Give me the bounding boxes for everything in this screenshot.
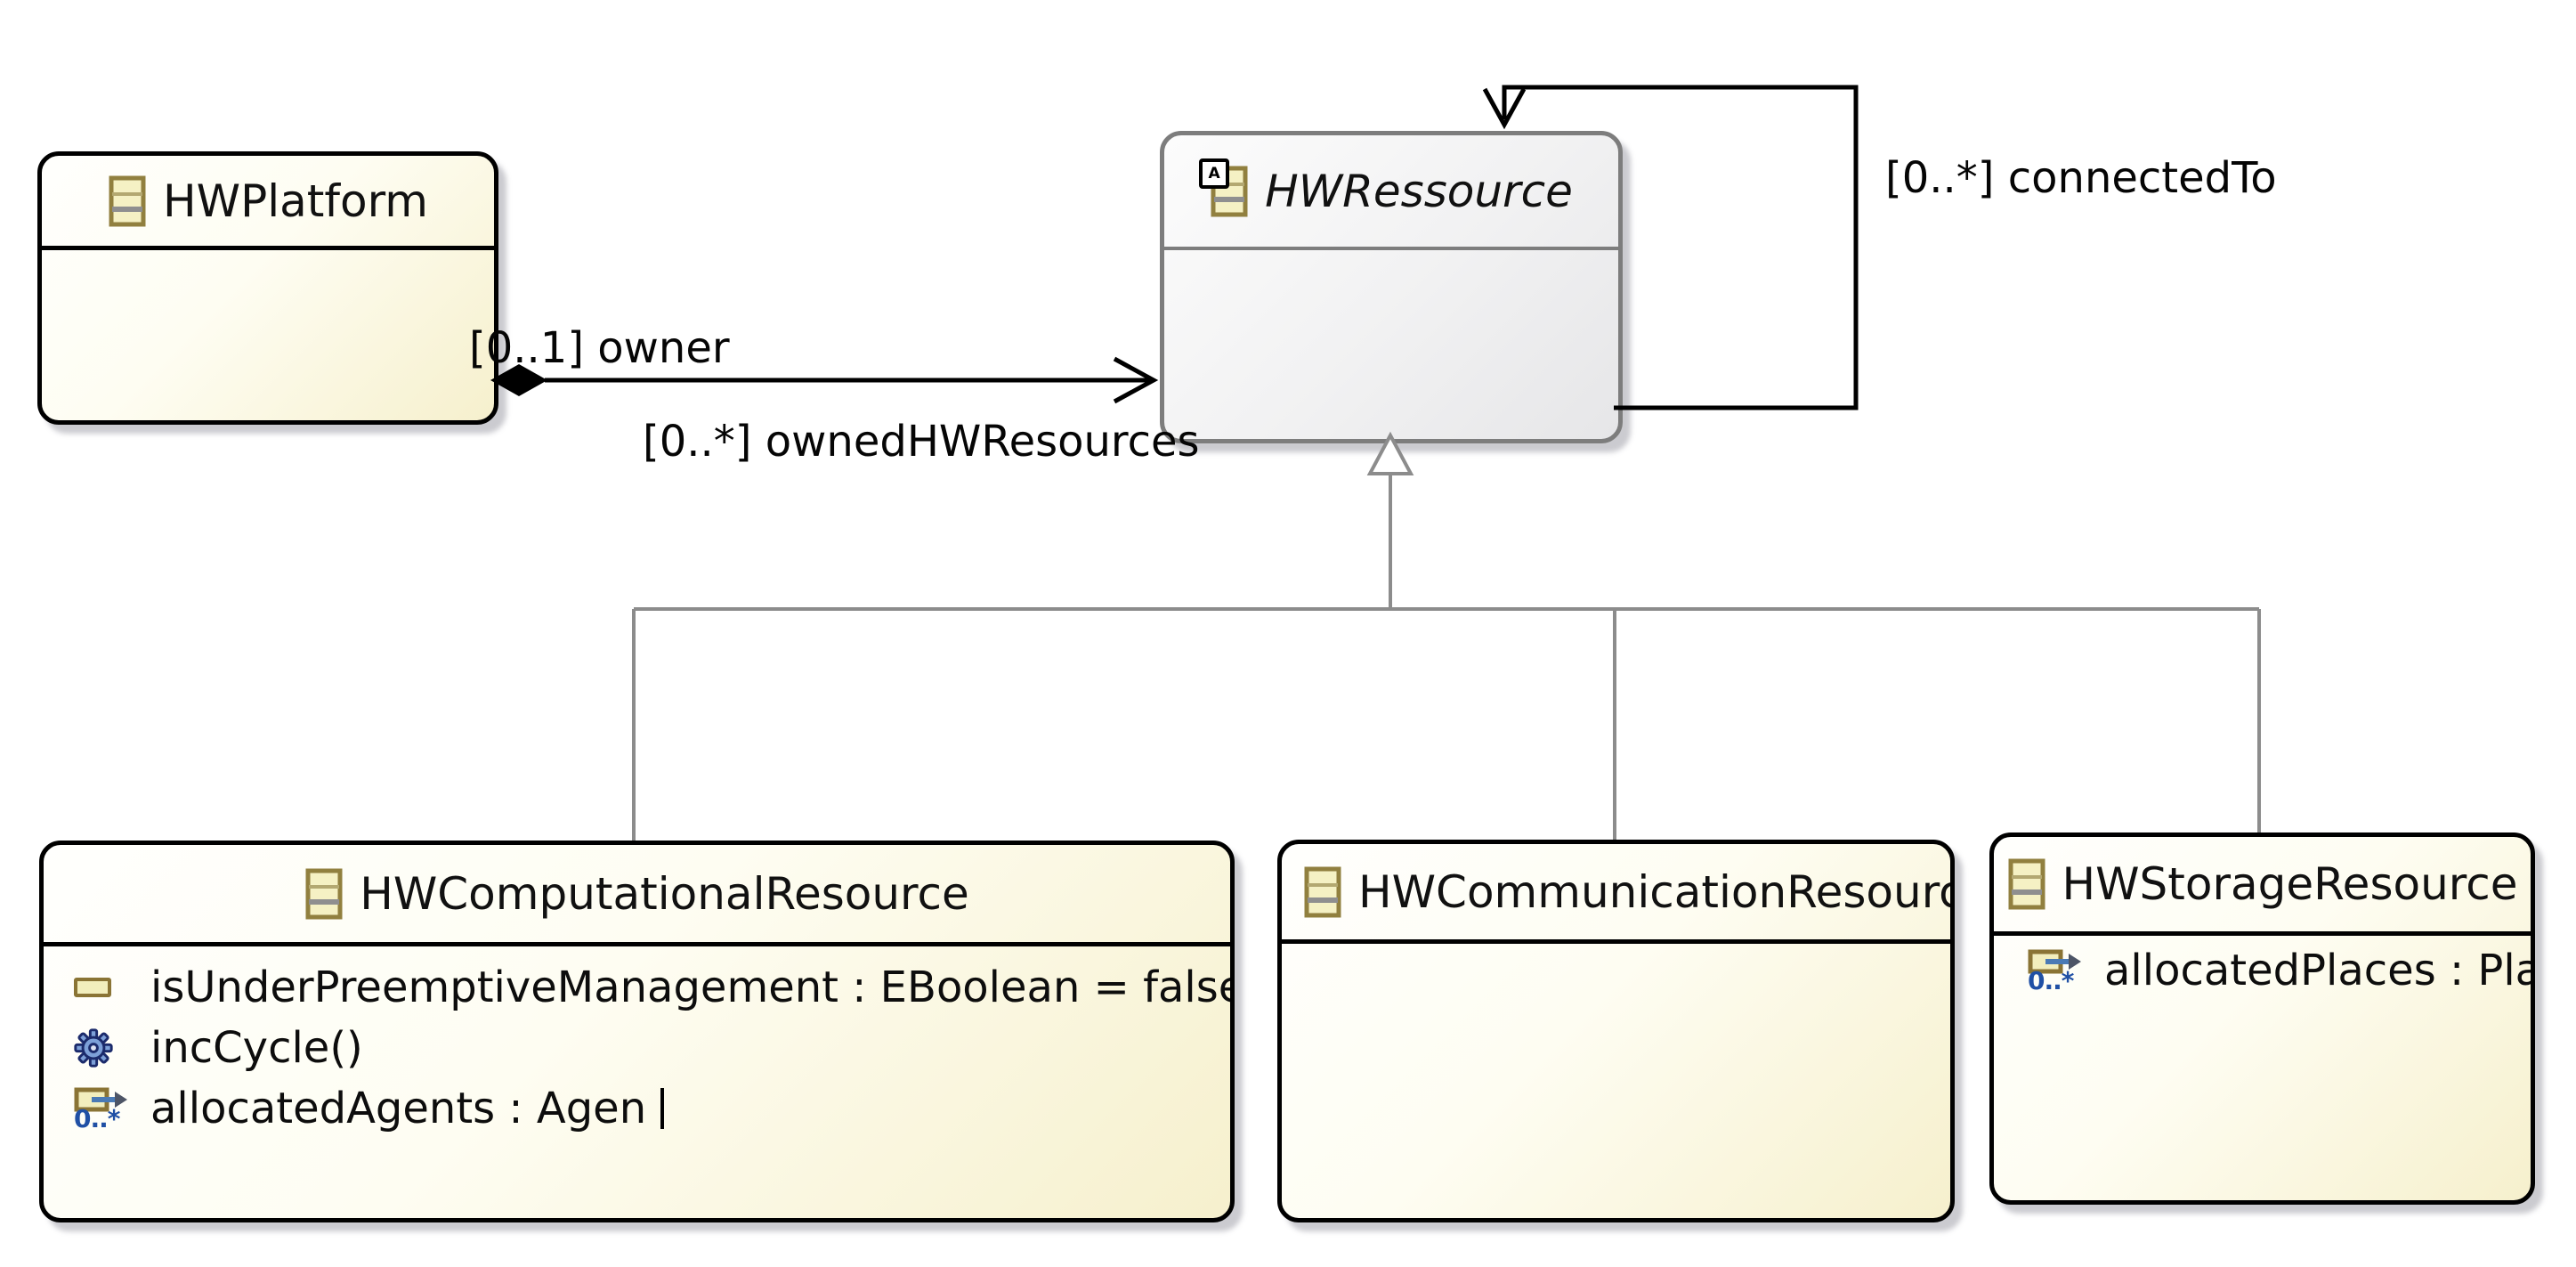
eclass-icon	[1303, 866, 1342, 918]
class-hwressource[interactable]: A HWRessource	[1160, 131, 1623, 443]
class-name: HWStorageResource	[2062, 858, 2518, 910]
class-hwstorageresource-body: 0..* allocatedPlaces : Place	[1994, 936, 2531, 1200]
reference-label: allocatedPlaces : Place	[2104, 946, 2531, 995]
reference-row[interactable]: 0..* allocatedPlaces : Place	[1994, 943, 2531, 998]
text-edit-caret	[660, 1088, 665, 1129]
self-association-arrowhead	[1482, 87, 1527, 130]
class-hwressource-body	[1164, 250, 1618, 439]
class-hwplatform[interactable]: HWPlatform	[37, 151, 498, 425]
reference-row[interactable]: 0..* allocatedAgents : Agen	[44, 1080, 1230, 1137]
eclass-icon	[2007, 858, 2046, 910]
association-open-arrowhead	[1113, 356, 1159, 404]
class-hwplatform-body	[42, 250, 494, 420]
composition-ownedhwresources-label[interactable]: [0..*] ownedHWResources	[643, 417, 1200, 467]
class-hwressource-title-row: A HWRessource	[1164, 135, 1618, 250]
class-hwcomputationalresource-title-row: HWComputationalResource	[44, 845, 1230, 946]
operation-label: incCycle()	[150, 1023, 363, 1073]
self-association-connectedto-label[interactable]: [0..*] connectedTo	[1885, 153, 2277, 203]
reference-multiplicity-badge: 0..*	[2028, 966, 2074, 995]
ereference-icon: 0..*	[74, 1087, 138, 1133]
eattribute-icon	[74, 978, 138, 997]
class-hwcommunicationresource-body	[1282, 944, 1950, 1218]
class-hwcommunicationresource-title-row: HWCommunicationResource	[1282, 844, 1950, 944]
attribute-label: isUnderPreemptiveManagement : EBoolean =…	[150, 962, 1230, 1012]
class-name: HWRessource	[1265, 165, 1573, 217]
reference-label: allocatedAgents : Agen	[150, 1084, 647, 1133]
eoperation-gear-icon	[74, 1028, 138, 1068]
class-name: HWPlatform	[163, 175, 428, 227]
class-hwcomputationalresource-body: isUnderPreemptiveManagement : EBoolean =…	[44, 946, 1230, 1218]
ereference-icon: 0..*	[2028, 949, 2092, 995]
class-hwcomputationalresource[interactable]: HWComputationalResource isUnderPreemptiv…	[39, 841, 1235, 1222]
attribute-row[interactable]: isUnderPreemptiveManagement : EBoolean =…	[44, 959, 1230, 1016]
eclass-icon	[108, 175, 147, 227]
class-name: HWCommunicationResource	[1358, 865, 1950, 918]
eclass-icon	[304, 868, 344, 920]
class-name: HWComputationalResource	[360, 867, 969, 920]
class-hwcommunicationresource[interactable]: HWCommunicationResource	[1277, 840, 1955, 1222]
composition-owner-label[interactable]: [0..1] owner	[469, 323, 730, 373]
abstract-eclass-icon: A	[1199, 158, 1249, 217]
operation-row[interactable]: incCycle()	[44, 1019, 1230, 1076]
reference-multiplicity-badge: 0..*	[74, 1104, 120, 1133]
class-hwstorageresource[interactable]: HWStorageResource 0..* allocatedPlaces :…	[1989, 832, 2535, 1205]
abstract-badge-icon: A	[1199, 158, 1230, 189]
class-hwplatform-title-row: HWPlatform	[42, 156, 494, 250]
class-hwstorageresource-title-row: HWStorageResource	[1994, 837, 2531, 936]
